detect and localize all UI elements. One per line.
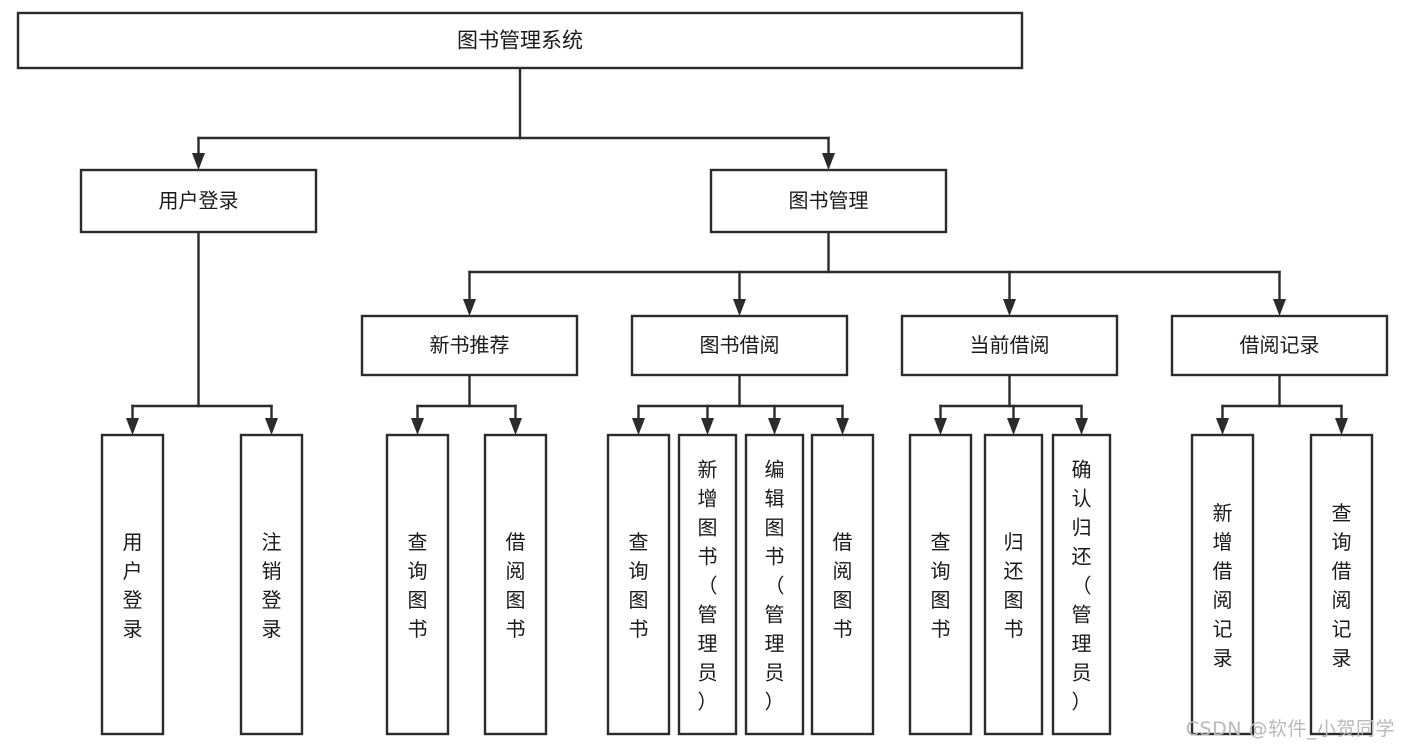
leaf-book-borrow-1[interactable]: 新增图书（管理员） (677, 433, 738, 736)
conn-user-login-arrow-1 (265, 418, 278, 435)
node-current-borrow[interactable]: 当前借阅 (900, 314, 1119, 377)
node-book-management-box (709, 168, 948, 234)
leaf-current-borrow-1-box (983, 433, 1044, 736)
leaf-book-borrow-0-label: 查询图书 (629, 530, 649, 641)
node-user-login-box (79, 168, 318, 234)
conn-root-arrow-1 (822, 153, 835, 170)
leaf-borrow-record-1-box (1309, 433, 1374, 736)
leaf-new-book-recommend-0-box (385, 433, 450, 736)
node-book-borrow-box (630, 314, 849, 377)
leaf-current-borrow-1-label: 归还图书 (1004, 530, 1024, 641)
leaf-book-borrow-0[interactable]: 查询图书 (606, 433, 671, 736)
leaf-borrow-record-0[interactable]: 新增借阅记录 (1190, 433, 1255, 736)
conn-new-book-recommend-arrow-0 (411, 418, 424, 435)
conn-current-borrow-arrow-0 (934, 418, 947, 435)
conn-user-login-arrow-0 (126, 418, 139, 435)
leaf-book-borrow-2-label: 编辑图书（管理员） (765, 458, 785, 714)
leaf-user-login-0-box (100, 433, 165, 736)
leaf-user-login-0-label: 用户登录 (123, 530, 143, 641)
leaf-new-book-recommend-1-label: 借阅图书 (506, 530, 526, 641)
conn-book-borrow-arrow-2 (768, 418, 781, 435)
node-borrow-record[interactable]: 借阅记录 (1170, 314, 1389, 377)
conn-book-management-arrow-3 (1273, 299, 1286, 316)
leaf-borrow-record-1[interactable]: 查询借阅记录 (1309, 433, 1374, 736)
leaf-user-login-1-box (239, 433, 304, 736)
leaf-book-borrow-3[interactable]: 借阅图书 (810, 433, 875, 736)
leaf-borrow-record-0-label: 新增借阅记录 (1213, 501, 1233, 670)
leaf-new-book-recommend-0[interactable]: 查询图书 (385, 433, 450, 736)
node-user-login[interactable]: 用户登录 (79, 168, 318, 234)
leaf-book-borrow-0-box (606, 433, 671, 736)
leaf-borrow-record-1-label: 查询借阅记录 (1332, 501, 1352, 670)
conn-current-borrow-arrow-2 (1075, 418, 1088, 435)
leaf-borrow-record-0-box (1190, 433, 1255, 736)
conn-book-management-arrow-1 (733, 299, 746, 316)
leaf-current-borrow-0-label: 查询图书 (931, 530, 951, 641)
node-new-book-recommend-box (360, 314, 579, 377)
node-borrow-record-box (1170, 314, 1389, 377)
conn-book-borrow-arrow-0 (632, 418, 645, 435)
node-user-login-label: 用户登录 (159, 189, 239, 213)
node-borrow-record-label: 借阅记录 (1240, 333, 1320, 357)
conn-book-borrow-arrow-3 (836, 418, 849, 435)
node-book-borrow-label: 图书借阅 (700, 333, 780, 357)
node-book-borrow[interactable]: 图书借阅 (630, 314, 849, 377)
node-current-borrow-box (900, 314, 1119, 377)
leaf-current-borrow-2[interactable]: 确认归还（管理员） (1051, 433, 1112, 736)
conn-book-borrow-arrow-1 (701, 418, 714, 435)
leaf-book-borrow-2-box (744, 433, 805, 736)
conn-borrow-record-arrow-0 (1216, 418, 1229, 435)
leaf-book-borrow-2[interactable]: 编辑图书（管理员） (744, 433, 805, 736)
node-root-book-management-system-box (16, 11, 1024, 70)
conn-book-management-arrow-0 (463, 299, 476, 316)
node-book-management[interactable]: 图书管理 (709, 168, 948, 234)
leaf-current-borrow-1[interactable]: 归还图书 (983, 433, 1044, 736)
leaf-new-book-recommend-1-box (483, 433, 548, 736)
leaf-current-borrow-0-box (908, 433, 973, 736)
connector-layer (126, 66, 1348, 435)
node-root-book-management-system[interactable]: 图书管理系统 (16, 11, 1024, 70)
leaf-new-book-recommend-0-label: 查询图书 (408, 530, 428, 641)
leaf-book-borrow-3-box (810, 433, 875, 736)
leaf-book-borrow-1-box (677, 433, 738, 736)
leaf-book-borrow-3-label: 借阅图书 (833, 530, 853, 641)
leaf-user-login-1-label: 注销登录 (262, 530, 282, 641)
conn-book-management-arrow-2 (1003, 299, 1016, 316)
leaf-new-book-recommend-1[interactable]: 借阅图书 (483, 433, 548, 736)
node-new-book-recommend[interactable]: 新书推荐 (360, 314, 579, 377)
node-book-management-label: 图书管理 (789, 189, 869, 213)
node-layer: 图书管理系统用户登录用户登录注销登录图书管理新书推荐查询图书借阅图书图书借阅查询… (16, 11, 1389, 736)
conn-current-borrow-arrow-1 (1007, 418, 1020, 435)
conn-root-arrow-0 (192, 153, 205, 170)
leaf-user-login-1[interactable]: 注销登录 (239, 433, 304, 736)
conn-new-book-recommend-arrow-1 (509, 418, 522, 435)
node-root-book-management-system-label: 图书管理系统 (457, 29, 583, 53)
leaf-current-borrow-0[interactable]: 查询图书 (908, 433, 973, 736)
leaf-book-borrow-1-label: 新增图书（管理员） (698, 458, 718, 714)
leaf-current-borrow-2-box (1051, 433, 1112, 736)
node-new-book-recommend-label: 新书推荐 (430, 333, 510, 357)
leaf-current-borrow-2-label: 确认归还（管理员） (1072, 458, 1092, 714)
conn-borrow-record-arrow-1 (1335, 418, 1348, 435)
leaf-user-login-0[interactable]: 用户登录 (100, 433, 165, 736)
node-current-borrow-label: 当前借阅 (970, 333, 1050, 357)
